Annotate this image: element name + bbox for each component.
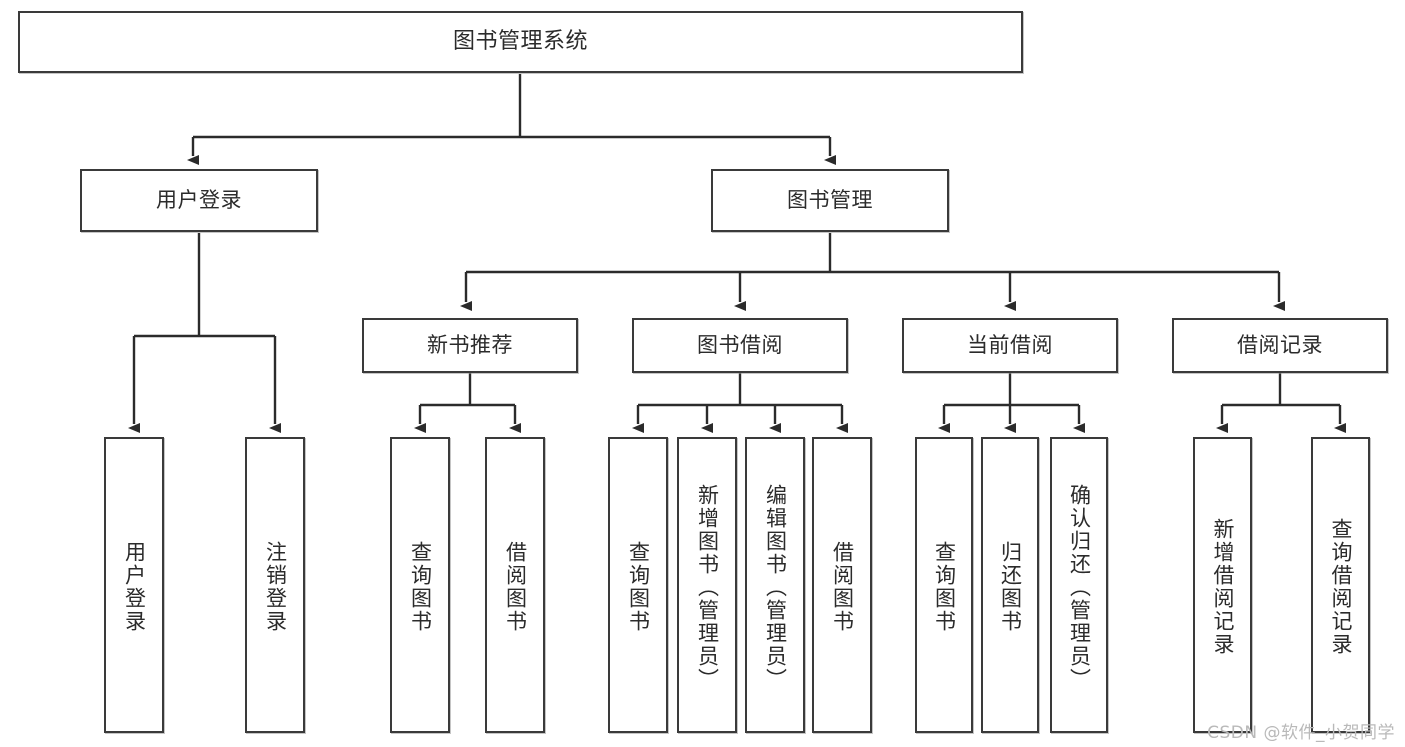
node-book-borrow[interactable]: 图书借阅 — [632, 318, 848, 373]
node-label: 图书管理 — [787, 188, 873, 213]
node-label: 新增图书（管理员） — [695, 483, 720, 691]
node-label: 查询图书 — [626, 541, 651, 633]
node-label: 新书推荐 — [427, 333, 513, 358]
node-label: 当前借阅 — [967, 333, 1053, 358]
node-user-login[interactable]: 用户登录 — [80, 169, 318, 232]
connector-group-book-borrow — [632, 373, 848, 433]
connector-group-user-login — [128, 233, 281, 433]
node-label: 归还图书 — [998, 541, 1023, 633]
leaf-book-borrow-query[interactable]: 查询图书 — [608, 437, 668, 733]
connector-group-root — [187, 74, 836, 165]
node-new-book-recommend[interactable]: 新书推荐 — [362, 318, 578, 373]
node-label: 查询图书 — [932, 541, 957, 633]
connector-group-current-borrow — [938, 373, 1085, 433]
leaf-user-login-login[interactable]: 用户登录 — [104, 437, 164, 733]
leaf-current-borrow-return[interactable]: 归还图书 — [981, 437, 1039, 733]
node-label: 确认归还（管理员） — [1067, 483, 1092, 691]
leaf-new-book-query[interactable]: 查询图书 — [390, 437, 450, 733]
node-label: 借阅图书 — [503, 541, 528, 633]
leaf-book-borrow-edit[interactable]: 编辑图书（管理员） — [745, 437, 805, 733]
connector-group-new-book — [414, 373, 521, 433]
node-label: 编辑图书（管理员） — [763, 483, 788, 691]
leaf-book-borrow-borrow[interactable]: 借阅图书 — [812, 437, 872, 733]
node-label: 用户登录 — [122, 541, 147, 633]
connector-group-borrow-record — [1216, 373, 1346, 433]
node-label: 借阅图书 — [830, 541, 855, 633]
node-label: 查询图书 — [408, 541, 433, 633]
node-borrow-record[interactable]: 借阅记录 — [1172, 318, 1388, 373]
leaf-new-book-borrow[interactable]: 借阅图书 — [485, 437, 545, 733]
node-label: 借阅记录 — [1237, 333, 1323, 358]
leaf-borrow-record-query[interactable]: 查询借阅记录 — [1311, 437, 1370, 733]
leaf-current-borrow-confirm[interactable]: 确认归还（管理员） — [1050, 437, 1108, 733]
node-label: 新增借阅记录 — [1211, 518, 1235, 656]
leaf-book-borrow-add[interactable]: 新增图书（管理员） — [677, 437, 737, 733]
node-current-borrow[interactable]: 当前借阅 — [902, 318, 1118, 373]
leaf-current-borrow-query[interactable]: 查询图书 — [915, 437, 973, 733]
watermark-text: CSDN @软件_小贺同学 — [1207, 723, 1395, 743]
node-label: 注销登录 — [263, 541, 288, 633]
node-root-system[interactable]: 图书管理系统 — [18, 11, 1023, 73]
node-label: 图书借阅 — [697, 333, 783, 358]
leaf-user-login-logout[interactable]: 注销登录 — [245, 437, 305, 733]
node-label: 查询借阅记录 — [1329, 518, 1353, 656]
node-book-management[interactable]: 图书管理 — [711, 169, 949, 232]
connector-group-book-mgmt — [460, 233, 1285, 311]
node-label: 用户登录 — [156, 188, 242, 213]
node-label: 图书管理系统 — [452, 29, 588, 55]
leaf-borrow-record-add[interactable]: 新增借阅记录 — [1193, 437, 1252, 733]
